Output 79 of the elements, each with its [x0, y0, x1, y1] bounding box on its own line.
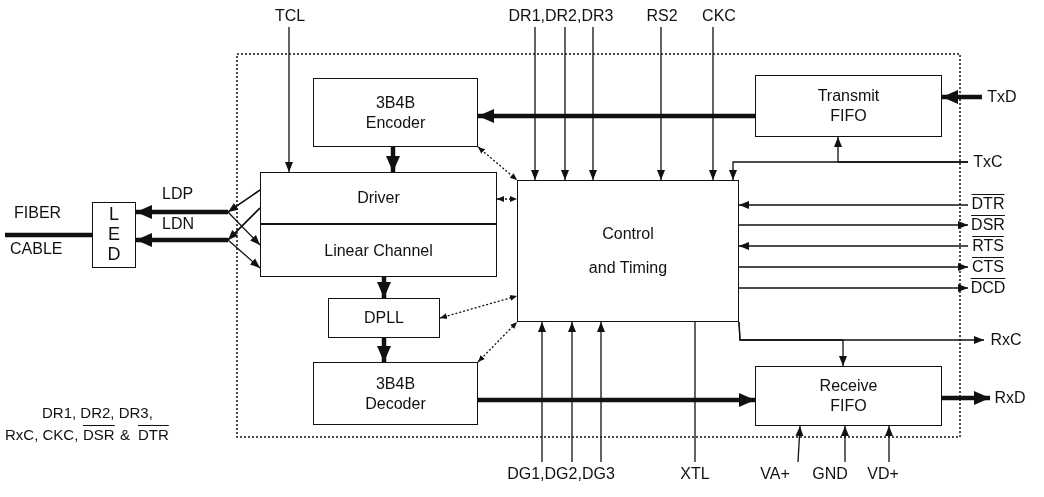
connector-line: [5, 232, 92, 238]
arrow: [942, 391, 990, 405]
led-block: [92, 202, 136, 268]
arrow: [561, 26, 569, 181]
signal-label: CKC: [697, 5, 741, 27]
note-text: &: [120, 426, 130, 444]
arrow: [589, 26, 597, 181]
arrow: [285, 26, 293, 173]
arrow: [538, 321, 546, 463]
arrow: [496, 196, 518, 202]
arrow: [709, 26, 717, 181]
process-block: [755, 366, 942, 426]
signal-label: CTS: [968, 257, 1008, 277]
cable-label: CABLE: [10, 240, 63, 258]
signal-label: VA+: [752, 462, 798, 486]
block-label: Receive FIFO: [818, 376, 879, 416]
arrow: [227, 207, 261, 269]
arrow: [885, 425, 893, 463]
signal-label: VD+: [860, 462, 906, 486]
signal-label: RxD: [990, 387, 1030, 409]
arrow: [738, 221, 969, 229]
block-label: DPLL: [364, 308, 404, 328]
block-label: Control and Timing: [588, 224, 668, 278]
arrow: [377, 338, 391, 362]
process-block: [260, 172, 497, 224]
arrow: [478, 109, 755, 123]
arrow: [478, 393, 755, 407]
arrow: [439, 295, 518, 319]
signal-label: DSR: [968, 215, 1008, 235]
signal-label: RS2: [642, 5, 682, 27]
connector-line: [694, 321, 696, 463]
arrow: [377, 277, 391, 298]
process-block: [328, 298, 440, 338]
arrow: [738, 201, 969, 209]
note-text: DSR: [83, 426, 115, 444]
signal-label: DCD: [968, 278, 1008, 298]
signal-label: TxD: [982, 86, 1022, 108]
arrow: [597, 321, 605, 463]
signal-label: DG1,DG2,DG3: [494, 462, 628, 486]
edge-label: LDP: [160, 186, 196, 202]
note-text: RxC, CKC,: [5, 426, 79, 444]
block-label: 3B4B Decoder: [364, 373, 427, 414]
arrow: [795, 425, 804, 463]
arrow: [738, 321, 847, 367]
arrow: [657, 26, 665, 181]
note-text: DTR: [138, 426, 169, 444]
signal-label: RxC: [984, 329, 1028, 351]
arrow: [841, 425, 849, 463]
arrow: [738, 263, 969, 271]
signal-label: DR1,DR2,DR3: [494, 5, 628, 27]
signal-label: TxC: [968, 151, 1008, 173]
edge-label: LDN: [160, 216, 196, 232]
process-block: [755, 75, 942, 137]
signal-label: TCL: [270, 5, 310, 27]
signal-label: GND: [808, 462, 852, 486]
block-label: Driver: [357, 188, 400, 208]
process-block: [260, 224, 497, 277]
cable-label: FIBER: [14, 204, 62, 222]
process-block: [313, 78, 478, 147]
control-block: [517, 180, 739, 322]
note-text: DR1, DR2, DR3,: [42, 404, 153, 422]
signal-label: DTR: [968, 194, 1008, 214]
block-label: Transmit FIFO: [816, 86, 881, 126]
signal-label: XTL: [675, 462, 715, 486]
arrow: [738, 284, 969, 292]
signal-label: RTS: [968, 236, 1008, 256]
block-label: LED: [106, 205, 122, 265]
block-label: Linear Channel: [324, 240, 433, 261]
arrow: [738, 242, 969, 250]
process-block: [313, 362, 478, 425]
arrow: [834, 136, 969, 163]
arrow: [477, 146, 518, 181]
arrow: [227, 189, 261, 246]
arrow: [531, 26, 539, 181]
arrow: [477, 321, 518, 363]
block-label: 3B4B Encoder: [364, 92, 427, 133]
arrow: [942, 90, 982, 104]
arrow: [568, 321, 576, 463]
arrow: [386, 147, 400, 172]
